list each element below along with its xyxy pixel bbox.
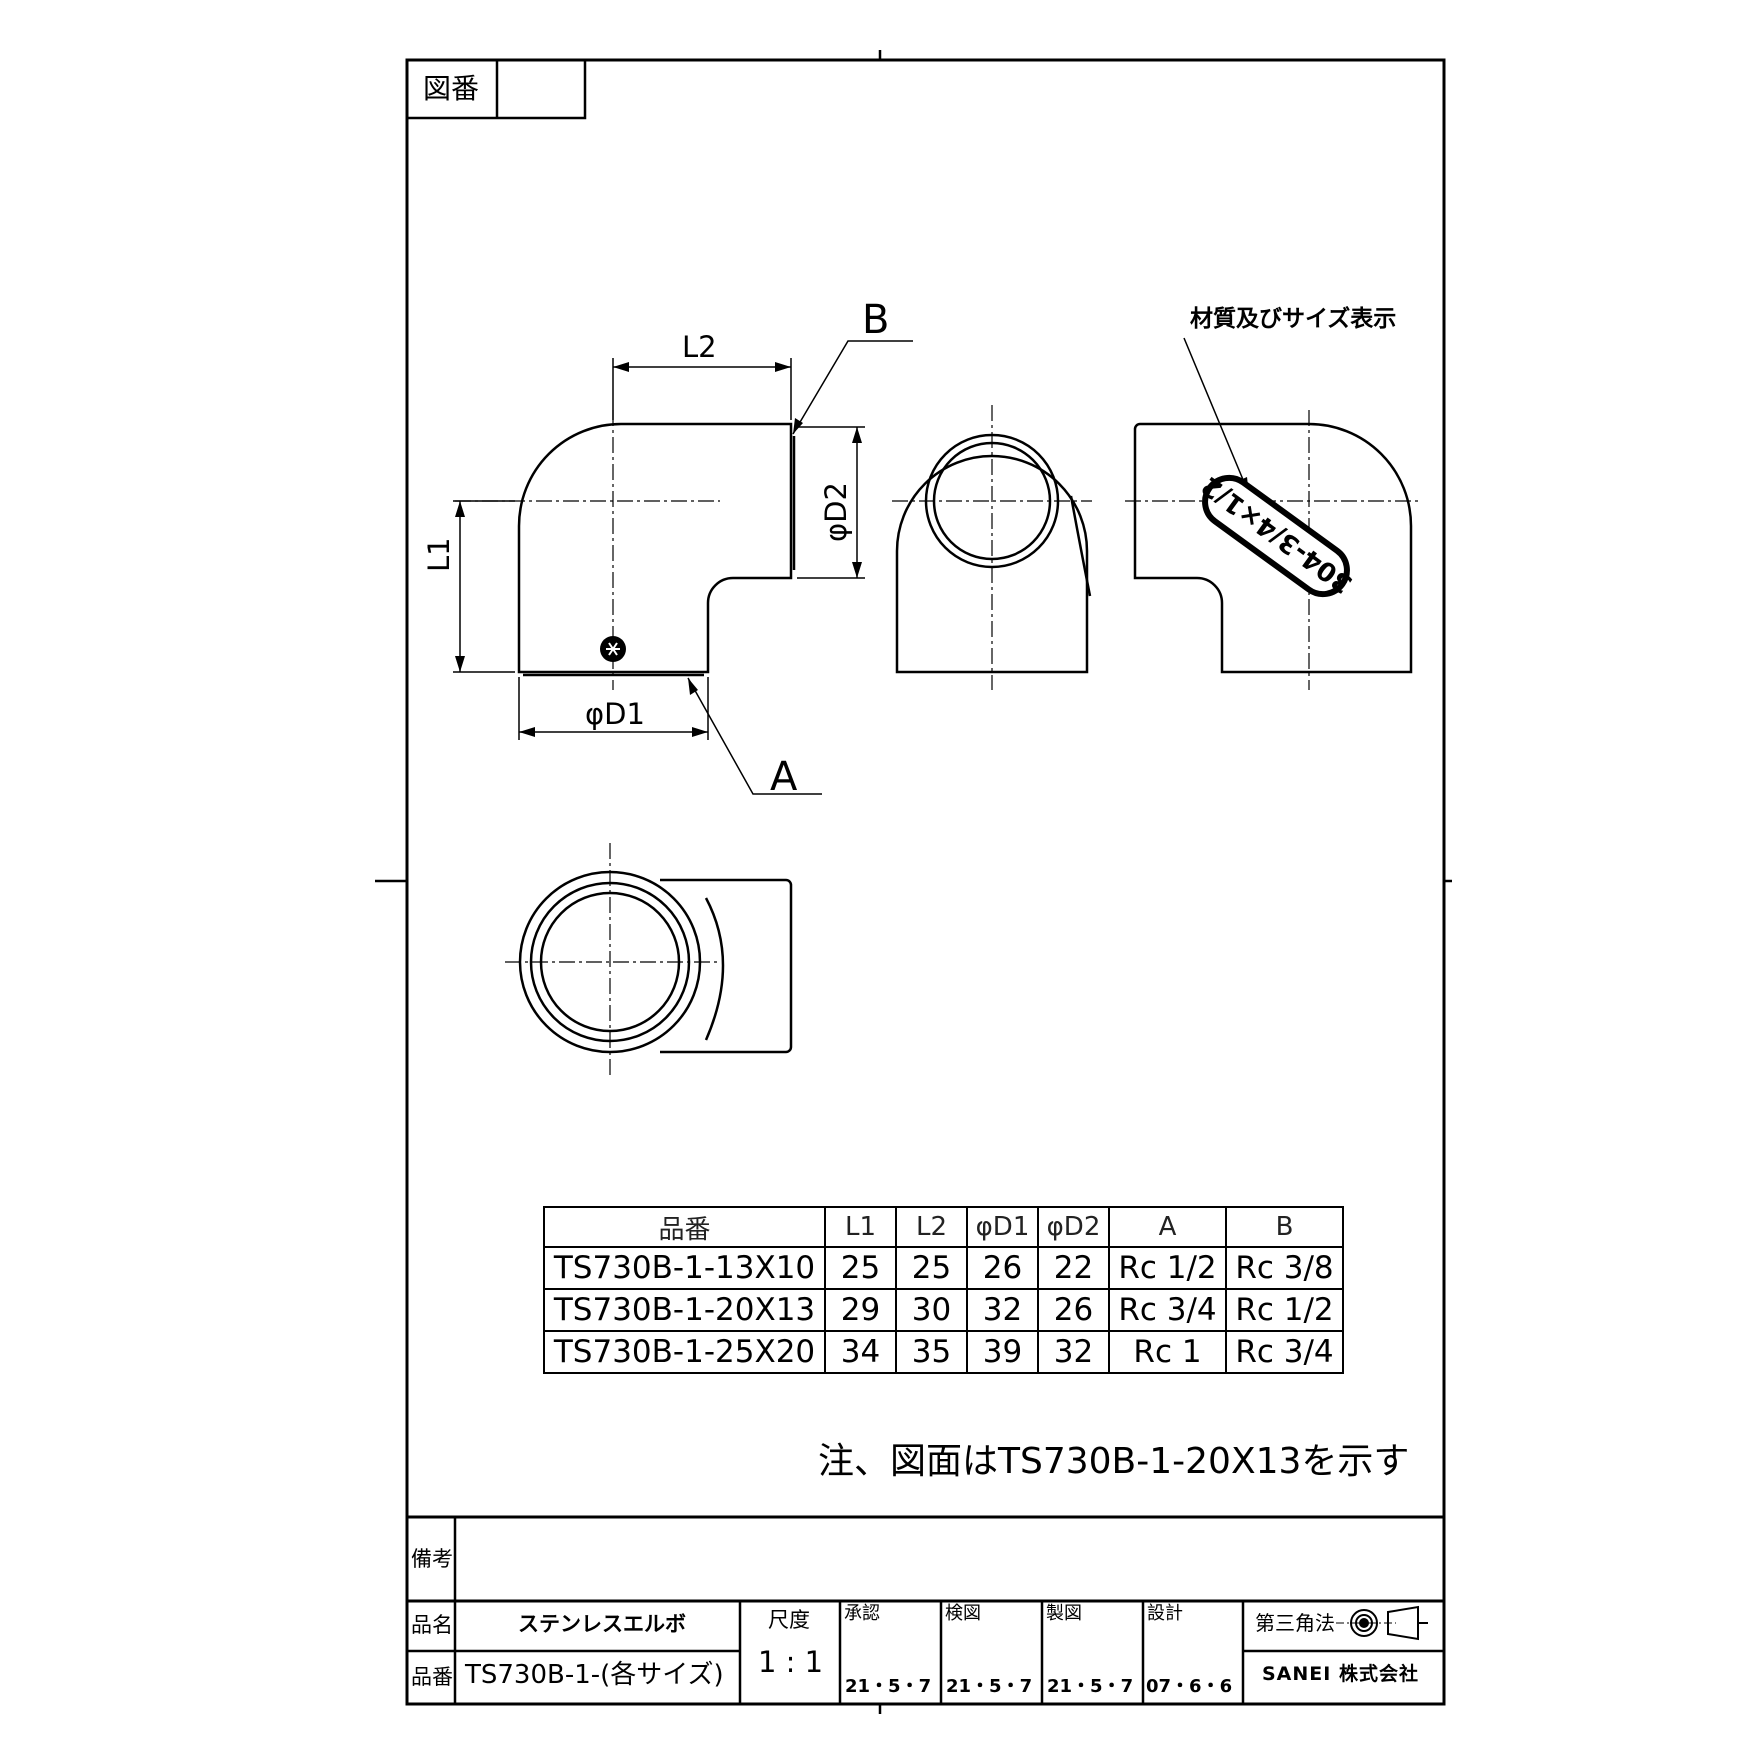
cell-part-number: TS730B-1-20X13 [543,1288,826,1332]
cell-d1: 26 [966,1246,1039,1290]
header-d1: φD1 [966,1206,1039,1248]
table-row: TS730B-1-20X13 29 30 32 26 Rc 3/4 Rc 1/2 [543,1288,1344,1332]
cell-b: Rc 1/2 [1225,1288,1344,1332]
drawing-note: 注、図面はTS730B-1-20X13を示す [818,1441,1410,1482]
cell-b: Rc 3/8 [1225,1246,1344,1290]
cell-a: Rc 1/2 [1108,1246,1227,1290]
cell-l1: 25 [824,1246,897,1290]
header-d2: φD2 [1037,1206,1110,1248]
product-name-value: ステンレスエルボ [518,1612,686,1636]
cell-d1: 39 [966,1330,1039,1374]
header-a: A [1108,1206,1227,1248]
third-angle-projection-icon [1336,1605,1428,1641]
scale-value: 1 : 1 [758,1645,824,1679]
cell-l2: 25 [895,1246,968,1290]
check-label: 検図 [945,1603,981,1624]
header-l2: L2 [895,1206,968,1248]
drawing-number-label: 図番 [423,72,480,105]
product-number-label: 品番 [411,1665,453,1689]
remarks-label: 備考 [411,1547,453,1571]
table-row: TS730B-1-25X20 34 35 39 32 Rc 1 Rc 3/4 [543,1330,1344,1374]
cell-d1: 32 [966,1288,1039,1332]
draft-label: 製図 [1046,1603,1082,1624]
marking-text: 304-3/4×1/2 [1196,470,1358,599]
draft-date: 21・5・7 [1047,1676,1134,1697]
cell-b: Rc 3/4 [1225,1330,1344,1374]
emboss-mark-icon [600,636,626,662]
design-date: 07・6・6 [1146,1676,1233,1697]
header-part-number: 品番 [543,1206,826,1248]
cell-a: Rc 1 [1108,1330,1227,1374]
header-b: B [1225,1206,1344,1248]
cell-part-number: TS730B-1-13X10 [543,1246,826,1290]
approve-date: 21・5・7 [845,1676,932,1697]
dim-l1: L1 [422,537,456,572]
approve-label: 承認 [844,1603,880,1624]
product-number-value: TS730B-1-(各サイズ) [465,1660,724,1690]
header-l1: L1 [824,1206,897,1248]
dim-l2: L2 [682,330,717,364]
cell-l2: 30 [895,1288,968,1332]
cell-l1: 34 [824,1330,897,1374]
cell-part-number: TS730B-1-25X20 [543,1330,826,1374]
cell-d2: 22 [1037,1246,1110,1290]
cell-l1: 29 [824,1288,897,1332]
design-label: 設計 [1147,1603,1183,1624]
cell-l2: 35 [895,1330,968,1374]
material-size-note: 材質及びサイズ表示 [1190,306,1397,332]
scale-label: 尺度 [768,1608,810,1632]
spec-table-header: 品番 L1 L2 φD1 φD2 A B [543,1206,1344,1248]
cell-a: Rc 3/4 [1108,1288,1227,1332]
product-name-label: 品名 [411,1613,453,1637]
dim-d1: φD1 [585,697,645,731]
company-name: SANEI 株式会社 [1262,1663,1419,1685]
label-a: A [770,754,798,800]
label-b: B [862,297,890,343]
dim-d2: φD2 [819,482,853,542]
cell-d2: 32 [1037,1330,1110,1374]
table-row: TS730B-1-13X10 25 25 26 22 Rc 1/2 Rc 3/8 [543,1246,1344,1290]
spec-table: 品番 L1 L2 φD1 φD2 A B TS730B-1-13X10 25 2… [543,1206,1344,1374]
cell-d2: 26 [1037,1288,1110,1332]
projection-method: 第三角法 [1255,1611,1335,1635]
check-date: 21・5・7 [946,1676,1033,1697]
